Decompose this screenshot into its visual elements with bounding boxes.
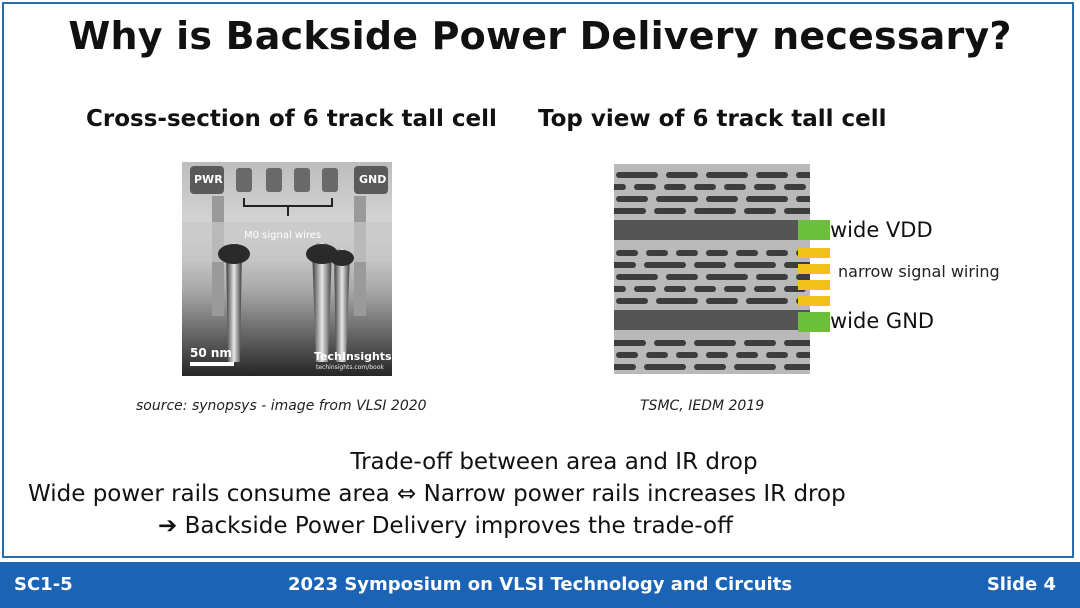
footer-slide-number: Slide 4 bbox=[986, 574, 1056, 595]
gnd-marker bbox=[798, 312, 830, 332]
slide-footer: SC1-5 2023 Symposium on VLSI Technology … bbox=[0, 562, 1080, 608]
slide-title: Why is Backside Power Delivery necessary… bbox=[68, 14, 1012, 58]
techinsights-url: techinsights.com/book bbox=[316, 364, 384, 371]
pwr-label: PWR bbox=[194, 173, 223, 186]
wide-gnd-label: wide GND bbox=[830, 309, 935, 333]
vdd-marker bbox=[798, 220, 830, 240]
right-caption: TSMC, IEDM 2019 bbox=[640, 398, 765, 414]
cross-section-image: PWR GND M0 signal wires 50 nm TechInsigh… bbox=[182, 162, 392, 376]
narrow-signal-label: narrow signal wiring bbox=[838, 262, 1000, 281]
top-view-image bbox=[614, 164, 810, 374]
signal-marker-3 bbox=[798, 280, 830, 290]
footer-conference: 2023 Symposium on VLSI Technology and Ci… bbox=[287, 574, 793, 595]
signal-marker-2 bbox=[798, 264, 830, 274]
scale-bar-label: 50 nm bbox=[190, 346, 232, 360]
bpd-conclusion-line: ➔ Backside Power Delivery improves the t… bbox=[158, 513, 733, 539]
signal-marker-1 bbox=[798, 248, 830, 258]
tradeoff-line: Trade-off between area and IR drop bbox=[350, 449, 758, 475]
gnd-label: GND bbox=[359, 173, 387, 186]
top-view-layout bbox=[614, 164, 810, 374]
techinsights-watermark: TechInsights bbox=[314, 350, 392, 363]
left-heading: Cross-section of 6 track tall cell bbox=[86, 106, 497, 132]
slide-frame bbox=[2, 2, 1074, 558]
footer-session-id: SC1-5 bbox=[14, 574, 73, 595]
cross-section-micrograph bbox=[182, 162, 392, 376]
power-rail-line: Wide power rails consume area ⇔ Narrow p… bbox=[28, 481, 846, 507]
signal-wires-label: M0 signal wires bbox=[244, 230, 322, 241]
left-caption: source: synopsys - image from VLSI 2020 bbox=[136, 398, 427, 414]
wide-vdd-label: wide VDD bbox=[830, 218, 933, 242]
right-heading: Top view of 6 track tall cell bbox=[538, 106, 887, 132]
signal-marker-4 bbox=[798, 296, 830, 306]
